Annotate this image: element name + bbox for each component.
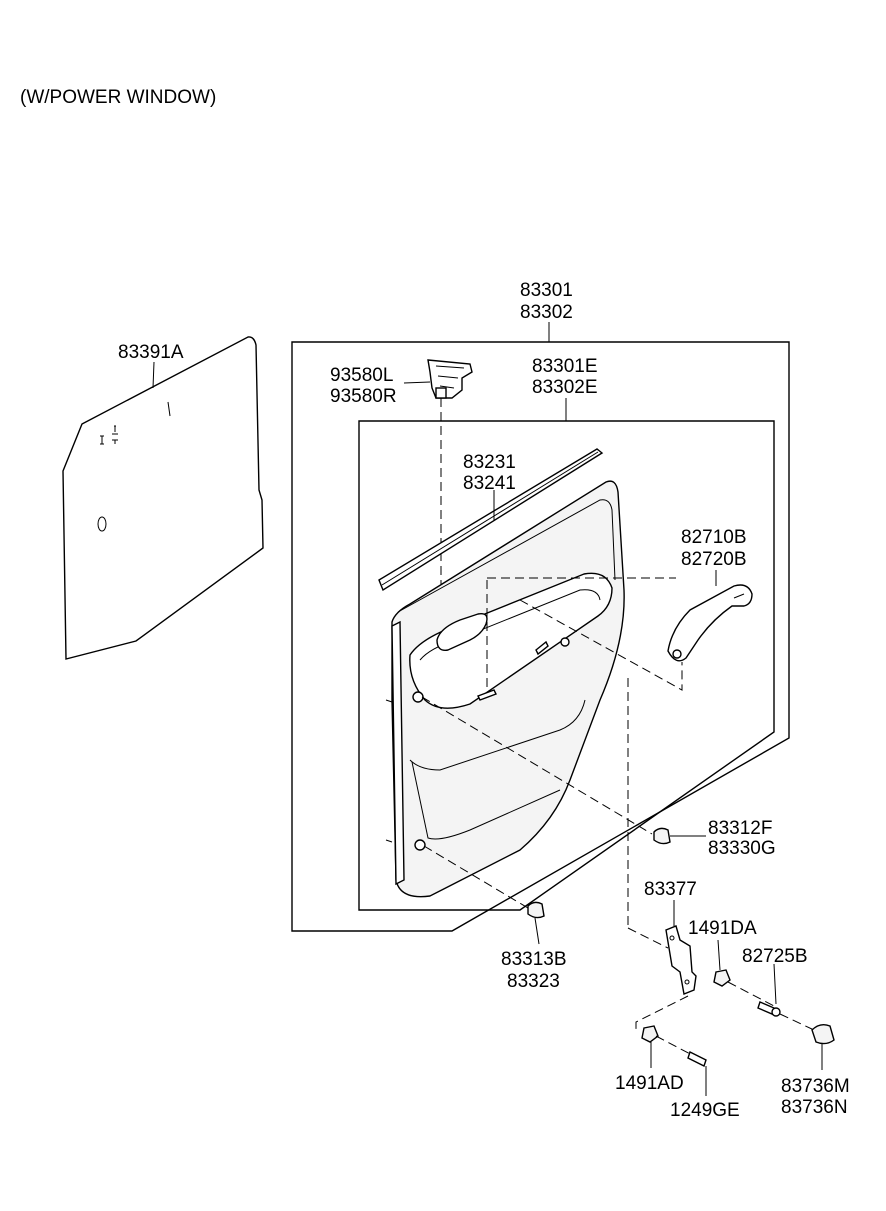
door-trim-panel xyxy=(385,480,625,898)
leader-82725B xyxy=(773,963,777,1005)
hex-nut-upper xyxy=(713,969,731,987)
screw-lower xyxy=(687,1051,707,1067)
label-83330G: 83330G xyxy=(708,838,776,859)
leader-1491DA xyxy=(717,939,721,971)
label-83736N: 83736N xyxy=(781,1097,848,1118)
lower-dash-1 xyxy=(635,995,689,1030)
label-83312F: 83312F xyxy=(708,818,772,839)
label-1491AD: 1491AD xyxy=(615,1073,684,1094)
label-83313B: 83313B xyxy=(501,949,567,970)
label-83241: 83241 xyxy=(463,473,516,494)
label-83391A: 83391A xyxy=(118,342,184,363)
label-83736M: 83736M xyxy=(781,1076,850,1097)
fastener-dash xyxy=(423,845,529,909)
label-1249GE: 1249GE xyxy=(670,1100,740,1121)
inside-door-handle xyxy=(667,584,753,662)
plug-dash xyxy=(421,696,653,835)
vapor-barrier-sheet xyxy=(62,336,264,660)
leader-83391A xyxy=(152,361,155,389)
bracket-dash-2 xyxy=(627,927,669,949)
label-83302E: 83302E xyxy=(532,377,598,398)
trim-plug xyxy=(653,827,671,845)
leader-83313B xyxy=(534,917,540,945)
label-83301: 83301 xyxy=(520,280,573,301)
belt-weatherstrip xyxy=(378,448,604,592)
cap-dash xyxy=(779,1013,815,1031)
cover-cap xyxy=(811,1023,835,1045)
assembly-frame xyxy=(291,341,790,932)
screw-dash-upper xyxy=(727,981,775,1007)
label-82720B: 82720B xyxy=(681,549,747,570)
handle-dash-3 xyxy=(519,599,683,691)
label-83377: 83377 xyxy=(644,879,697,900)
lower-dash-2 xyxy=(655,1035,695,1057)
panel-frame xyxy=(358,420,775,911)
leader-93580L xyxy=(403,381,431,384)
label-83323: 83323 xyxy=(507,971,560,992)
power-window-note: (W/POWER WINDOW) xyxy=(20,87,216,108)
power-window-switch xyxy=(427,359,473,399)
hex-nut-lower xyxy=(641,1025,659,1043)
label-93580R: 93580R xyxy=(330,386,397,407)
label-82710B: 82710B xyxy=(681,527,747,548)
label-93580L: 93580L xyxy=(330,365,393,386)
label-83302: 83302 xyxy=(520,302,573,323)
mounting-bracket xyxy=(665,925,697,995)
label-83231: 83231 xyxy=(463,452,516,473)
label-82725B: 82725B xyxy=(742,946,808,967)
bottom-fastener xyxy=(527,901,545,919)
label-83301E: 83301E xyxy=(532,356,598,377)
label-1491DA: 1491DA xyxy=(688,918,757,939)
